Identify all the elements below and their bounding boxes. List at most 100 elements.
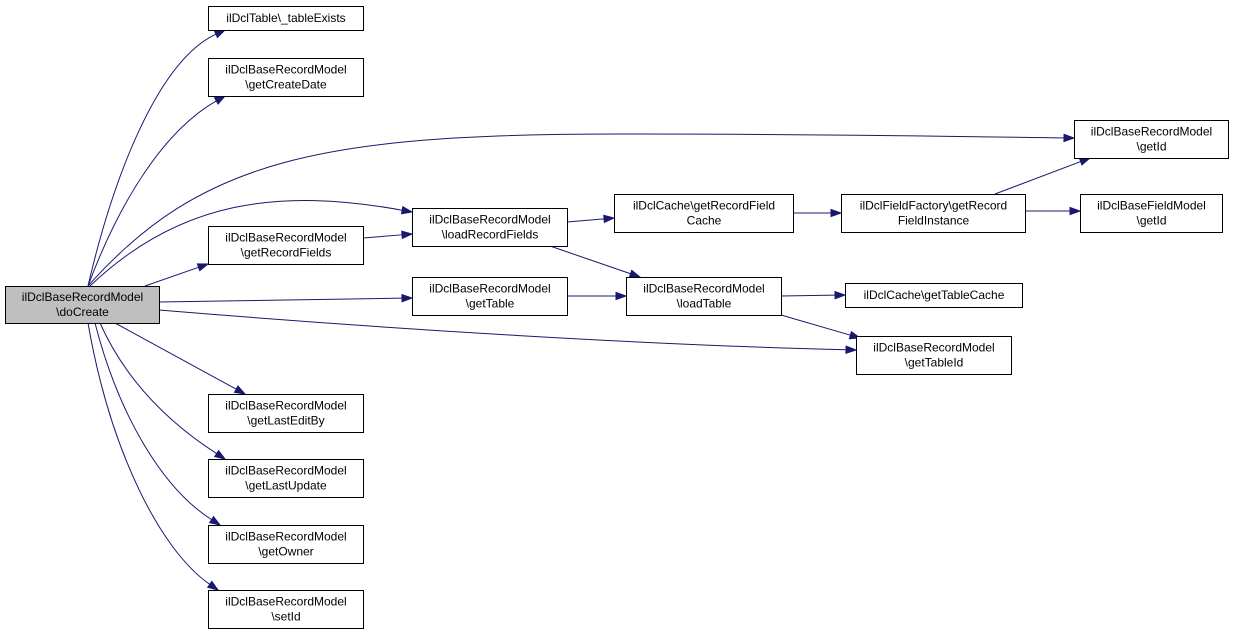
node-getRecordFields[interactable]: ilDclBaseRecordModel\getRecordFields xyxy=(208,226,364,265)
node-setId[interactable]: ilDclBaseRecordModel\setId xyxy=(208,590,364,629)
edge-doCreate-to-getLastEditBy xyxy=(114,322,247,395)
node-label-line: ilDclBaseRecordModel xyxy=(22,290,143,304)
edge-getTable-to-loadTable xyxy=(567,291,628,301)
node-getLastEditBy[interactable]: ilDclBaseRecordModel\getLastEditBy xyxy=(208,394,364,433)
edge-line xyxy=(780,314,851,336)
node-getTable[interactable]: ilDclBaseRecordModel\getTable xyxy=(412,277,568,316)
node-loadRecordFields[interactable]: ilDclBaseRecordModel\loadRecordFields xyxy=(412,208,568,247)
node-label-line: ilDclBaseRecordModel xyxy=(225,595,346,609)
edge-getRecordFields-to-loadRecordFields xyxy=(362,230,414,240)
node-label-line: \getLastUpdate xyxy=(245,479,327,493)
edge-doCreate-to-recordGetId xyxy=(87,133,1076,287)
node-label-line: ilDclBaseRecordModel xyxy=(429,282,550,296)
edge-getRecordFieldInstance-to-recordGetId xyxy=(994,157,1092,195)
edge-doCreate-to-setId xyxy=(87,322,220,591)
node-box xyxy=(208,226,364,265)
edge-loadTable-to-getTableCache xyxy=(780,290,847,300)
edge-doCreate-to-getCreateDate xyxy=(87,95,227,287)
node-label-line: ilDclBaseRecordModel xyxy=(225,63,346,77)
node-box xyxy=(412,277,568,316)
node-box xyxy=(841,194,1026,233)
edge-line xyxy=(144,266,199,287)
node-label-line: ilDclCache\getRecordField xyxy=(633,199,775,213)
edge-line xyxy=(89,200,403,287)
edge-doCreate-to-loadRecordFields-arrowhead xyxy=(400,205,414,215)
edge-doCreate-to-getLastEditBy-arrowhead xyxy=(233,385,247,395)
edge-getTable-to-loadTable-arrowhead xyxy=(615,291,628,301)
node-recordGetId[interactable]: ilDclBaseRecordModel\getId xyxy=(1074,120,1229,159)
node-getCreateDate[interactable]: ilDclBaseRecordModel\getCreateDate xyxy=(208,58,364,97)
node-box xyxy=(208,459,364,498)
node-box xyxy=(412,208,568,247)
node-box xyxy=(1074,120,1229,159)
node-label-line: ilDclCache\getTableCache xyxy=(864,288,1005,302)
node-label-line: \getTableId xyxy=(905,356,964,370)
node-label-line: \getTable xyxy=(466,297,515,311)
node-box xyxy=(208,394,364,433)
node-getTableId[interactable]: ilDclBaseRecordModel\getTableId xyxy=(856,336,1012,375)
node-getOwner[interactable]: ilDclBaseRecordModel\getOwner xyxy=(208,525,364,564)
node-getTableCache[interactable]: ilDclCache\getTableCache xyxy=(845,283,1023,308)
node-label-line: ilDclBaseRecordModel xyxy=(225,464,346,478)
edge-getRecordFieldInstance-to-fieldGetId-arrowhead xyxy=(1069,206,1082,216)
edge-doCreate-to-getTable-arrowhead xyxy=(401,293,414,303)
edge-doCreate-to-setId-arrowhead xyxy=(206,580,220,591)
node-label-line: \getCreateDate xyxy=(245,78,327,92)
edge-line xyxy=(566,218,605,223)
edges-layer xyxy=(87,29,1092,591)
node-box xyxy=(1080,194,1223,233)
edge-doCreate-to-getTableId-arrowhead xyxy=(845,345,858,355)
edge-line xyxy=(994,161,1081,195)
edge-line xyxy=(114,322,237,390)
edge-doCreate-to-recordGetId-arrowhead xyxy=(1063,133,1076,143)
edge-doCreate-to-getTable xyxy=(158,293,414,303)
edge-line xyxy=(87,33,217,287)
node-box xyxy=(845,283,1023,308)
node-label-line: ilDclBaseRecordModel xyxy=(643,282,764,296)
edge-loadRecordFields-to-getRecordFieldCache-arrowhead xyxy=(603,214,616,224)
node-getLastUpdate[interactable]: ilDclBaseRecordModel\getLastUpdate xyxy=(208,459,364,498)
node-label-line: ilDclBaseRecordModel xyxy=(225,530,346,544)
edge-doCreate-to-getLastUpdate xyxy=(99,322,227,460)
node-label-line: ilDclBaseFieldModel xyxy=(1097,199,1206,213)
edge-getRecordFieldInstance-to-recordGetId-arrowhead xyxy=(1078,157,1092,166)
node-box xyxy=(208,6,364,31)
node-box xyxy=(208,525,364,564)
edge-line xyxy=(158,297,403,303)
node-box xyxy=(5,286,160,324)
node-label-line: ilDclTable\_tableExists xyxy=(226,11,345,25)
node-label-line: \loadTable xyxy=(677,297,732,311)
edge-loadTable-to-getTableId xyxy=(780,314,862,340)
node-label-line: ilDclBaseRecordModel xyxy=(1091,125,1212,139)
node-fieldGetId[interactable]: ilDclBaseFieldModel\getId xyxy=(1080,194,1223,233)
node-label-line: ilDclBaseRecordModel xyxy=(429,213,550,227)
node-label-line: Cache xyxy=(687,214,722,228)
edge-doCreate-to-getLastUpdate-arrowhead xyxy=(213,449,227,460)
node-label-line: \getOwner xyxy=(258,545,313,559)
edge-line xyxy=(87,100,217,287)
edge-loadRecordFields-to-getRecordFieldCache xyxy=(566,214,616,224)
nodes-layer: ilDclBaseRecordModel\doCreateilDclTable\… xyxy=(5,6,1229,629)
edge-line xyxy=(94,322,212,521)
node-box xyxy=(208,58,364,97)
edge-line xyxy=(87,133,1065,287)
node-label-line: ilDclBaseRecordModel xyxy=(873,341,994,355)
edge-doCreate-to-tableExists xyxy=(87,29,227,287)
edge-doCreate-to-getRecordFields-arrowhead xyxy=(196,263,210,272)
edge-getRecordFieldCache-to-getRecordFieldInstance-arrowhead xyxy=(830,208,843,218)
edge-line xyxy=(362,234,403,239)
edge-getRecordFieldCache-to-getRecordFieldInstance xyxy=(793,208,843,218)
edge-getRecordFields-to-loadRecordFields-arrowhead xyxy=(401,230,414,240)
edge-loadRecordFields-to-loadTable-arrowhead xyxy=(628,269,642,278)
node-box xyxy=(614,194,794,233)
node-label-line: \getId xyxy=(1136,140,1166,154)
edge-doCreate-to-loadRecordFields xyxy=(89,200,414,287)
node-label-line: \loadRecordFields xyxy=(442,228,539,242)
node-loadTable[interactable]: ilDclBaseRecordModel\loadTable xyxy=(626,277,782,316)
edge-doCreate-to-getOwner-arrowhead xyxy=(208,515,222,526)
edge-loadTable-to-getTableCache-arrowhead xyxy=(834,290,847,300)
node-tableExists[interactable]: ilDclTable\_tableExists xyxy=(208,6,364,31)
edge-line xyxy=(158,309,847,351)
